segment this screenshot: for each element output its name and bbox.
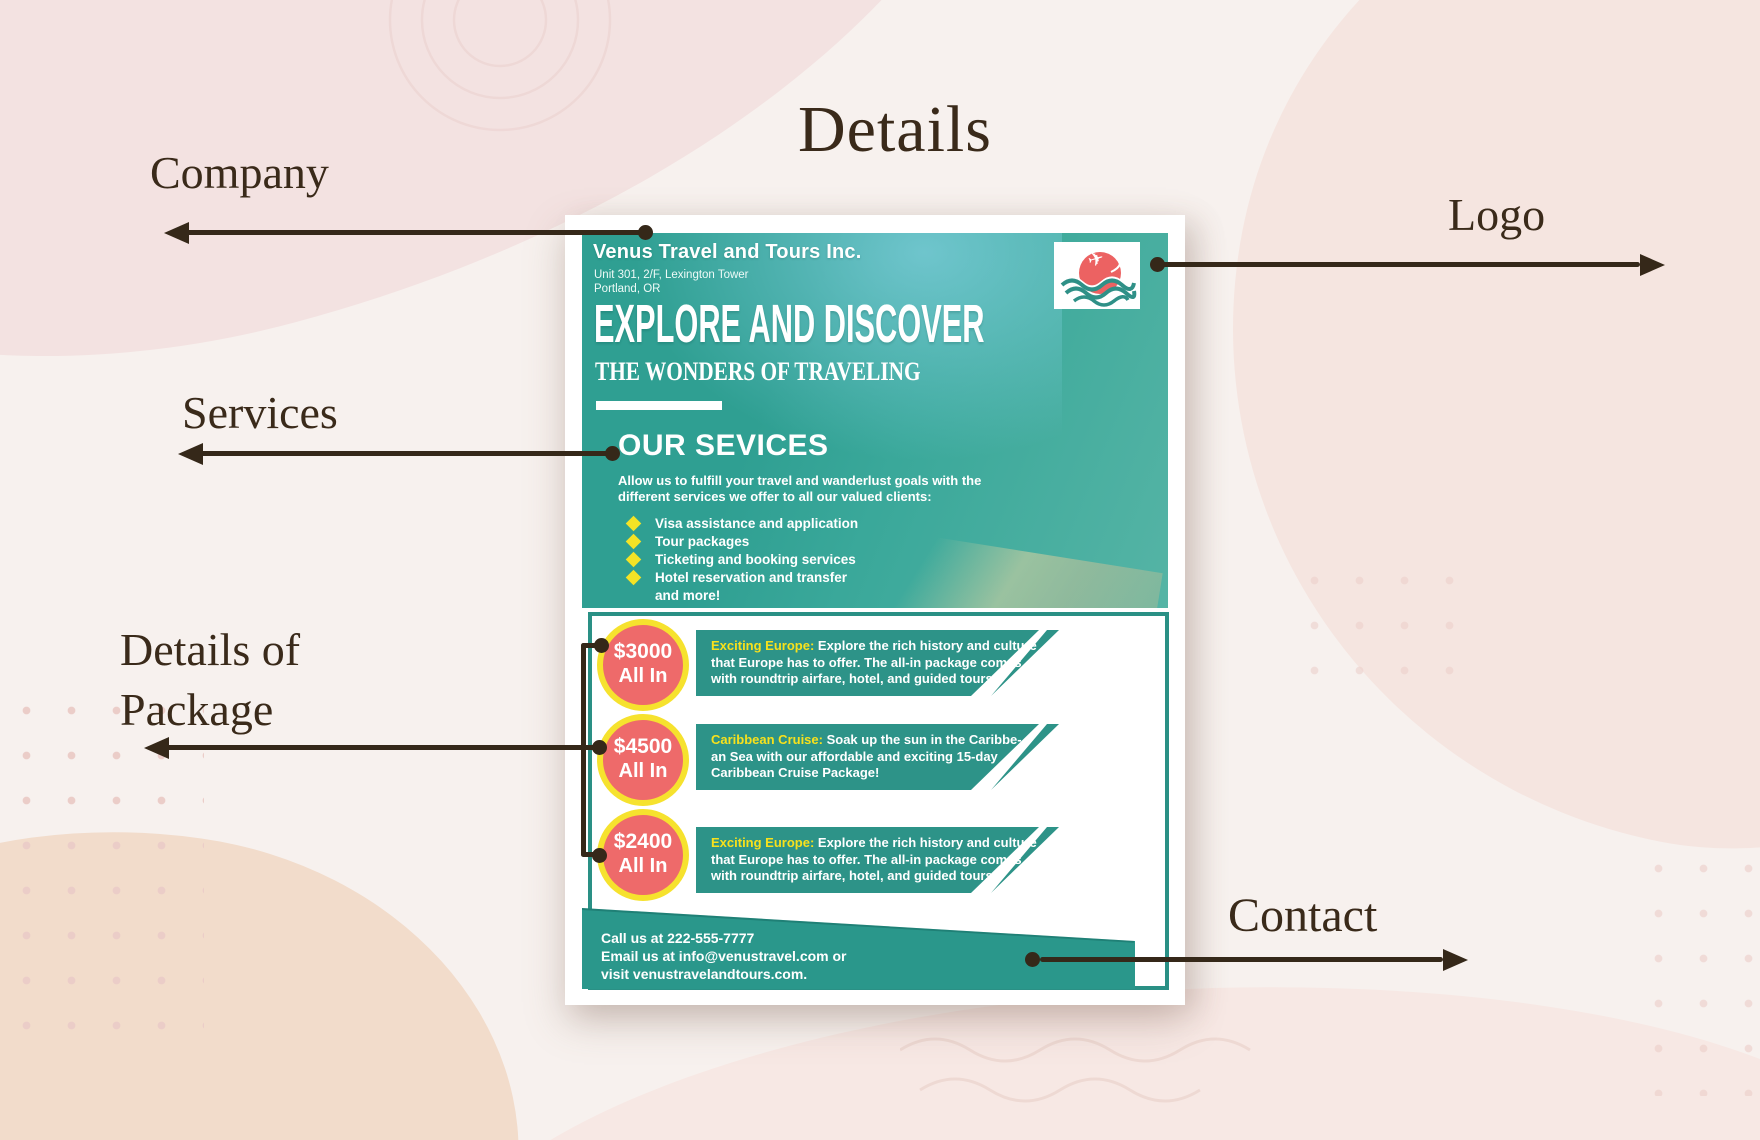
service-item-label: Tour packages <box>655 533 750 549</box>
package-dot-2 <box>592 740 607 755</box>
company-arrowhead-icon <box>164 222 189 244</box>
package-title: Exciting Europe: <box>711 835 818 850</box>
package-description: Exciting Europe: Explore the rich histor… <box>711 835 1041 885</box>
label-details-of-package-line2: Package <box>120 684 274 735</box>
package-price-badge: $4500 All In <box>597 714 689 806</box>
company-arrow-dot <box>638 225 653 240</box>
package-description: Caribbean Cruise: Soak up the sun in the… <box>711 732 1041 782</box>
svg-text:✈: ✈ <box>1086 248 1107 273</box>
service-item-label: Visa assistance and application <box>655 515 859 531</box>
label-services: Services <box>182 387 338 438</box>
services-arrow-dot <box>605 446 620 461</box>
service-list-item: and more! <box>628 586 858 604</box>
dot-grid-pattern <box>1636 846 1760 1096</box>
company-name: Venus Travel and Tours Inc. <box>593 241 862 263</box>
service-item-label: Ticketing and booking services <box>655 551 856 567</box>
services-title: OUR SEVICES <box>618 429 829 462</box>
package-arrowhead-icon <box>144 737 169 759</box>
package-banner: Caribbean Cruise: Soak up the sun in the… <box>696 724 1059 790</box>
services-intro-line2: different services we offer to all our v… <box>618 489 932 504</box>
wavy-arcs-decoration <box>388 0 612 132</box>
package-price-suffix: All In <box>618 760 668 782</box>
package-price-suffix: All In <box>618 855 668 877</box>
footer-phone: Call us at 222-555-7777 <box>601 930 755 946</box>
diamond-bullet-icon <box>625 551 642 567</box>
service-item-label: and more! <box>655 587 721 603</box>
underline-bar <box>596 401 722 410</box>
flyer-subheadline: THE WONDERS OF TRAVELING <box>595 357 921 386</box>
package-title: Caribbean Cruise: <box>711 732 827 747</box>
package-price: $2400 <box>613 830 673 853</box>
package-price-badge: $3000 All In <box>597 619 689 711</box>
label-details-of-package: Details of Package <box>120 620 300 740</box>
package-dot-1 <box>594 638 609 653</box>
diamond-bullet-icon <box>625 533 642 549</box>
footer-contact-text: Call us at 222-555-7777 Email us at info… <box>601 929 847 983</box>
company-arrow-line <box>186 230 646 235</box>
label-company: Company <box>150 147 329 198</box>
company-address-line1: Unit 301, 2/F, Lexington Tower <box>594 269 749 281</box>
label-logo: Logo <box>1448 189 1546 240</box>
footer-website: visit venustravelandtours.com. <box>601 966 808 982</box>
banner-ribbon <box>696 724 1039 790</box>
logo-arrowhead-icon <box>1640 254 1665 276</box>
package-description-text: Soak up the sun in the Caribbe-an Sea wi… <box>711 732 1022 780</box>
package-price: $4500 <box>613 735 673 758</box>
dot-grid-pattern <box>4 688 204 1058</box>
services-intro: Allow us to fulfill your travel and wand… <box>618 473 981 505</box>
label-contact: Contact <box>1228 889 1378 942</box>
package-banner: Exciting Europe: Explore the rich histor… <box>696 630 1059 696</box>
package-description: Exciting Europe: Explore the rich histor… <box>711 638 1041 688</box>
flyer-card: Venus Travel and Tours Inc. Unit 301, 2/… <box>565 215 1185 1005</box>
services-arrowhead-icon <box>178 443 203 465</box>
package-price: $3000 <box>613 640 673 663</box>
logo-arrow-line <box>1160 262 1640 267</box>
package-dot-3 <box>592 848 607 863</box>
package-bracket-stub-bottom <box>581 852 601 857</box>
banner-ribbon <box>696 827 1039 893</box>
service-list-item: Visa assistance and application <box>625 514 859 532</box>
hero-photo-sea <box>632 233 1062 463</box>
dot-grid-pattern <box>1292 558 1482 683</box>
wave-lines-decoration <box>900 1037 1251 1103</box>
company-address-line2: Portland, OR <box>594 283 661 295</box>
service-list-item: Ticketing and booking services <box>625 550 858 568</box>
service-item-label: Hotel reservation and transfer <box>655 569 848 585</box>
sun-airplane-waves-icon: ✈ <box>1060 248 1137 307</box>
contact-arrow-line <box>1040 957 1443 962</box>
background-blob <box>1143 0 1760 921</box>
package-price-badge: $2400 All In <box>597 809 689 901</box>
logo-arrow-dot <box>1150 257 1165 272</box>
contact-arrow-dot <box>1025 952 1040 967</box>
package-price-suffix: All In <box>618 665 668 687</box>
service-list-item: Hotel reservation and transfer <box>625 568 858 586</box>
flyer-hero: Venus Travel and Tours Inc. Unit 301, 2/… <box>582 233 1168 608</box>
service-list-item: Tour packages <box>625 532 858 550</box>
contact-arrowhead-icon <box>1443 949 1468 971</box>
package-banner: Exciting Europe: Explore the rich histor… <box>696 827 1059 893</box>
package-bracket-vertical <box>581 643 586 857</box>
package-bracket-stub-top <box>581 643 603 648</box>
company-logo: ✈ <box>1054 242 1140 309</box>
diamond-bullet-icon <box>625 569 642 585</box>
page-title: Details <box>798 93 992 166</box>
label-details-of-package-line1: Details of <box>120 624 301 675</box>
footer-email: Email us at info@venustravel.com or <box>601 948 847 964</box>
flyer-headline: EXPLORE AND DISCOVER <box>594 294 985 354</box>
services-intro-line1: Allow us to fulfill your travel and wand… <box>618 473 982 488</box>
services-arrow-line <box>200 451 612 456</box>
diamond-bullet-icon <box>625 515 642 531</box>
banner-ribbon <box>696 630 1039 696</box>
package-arrow-line <box>166 745 596 750</box>
package-title: Exciting Europe: <box>711 638 818 653</box>
services-list: Visa assistance and application Tour pac… <box>625 514 859 604</box>
